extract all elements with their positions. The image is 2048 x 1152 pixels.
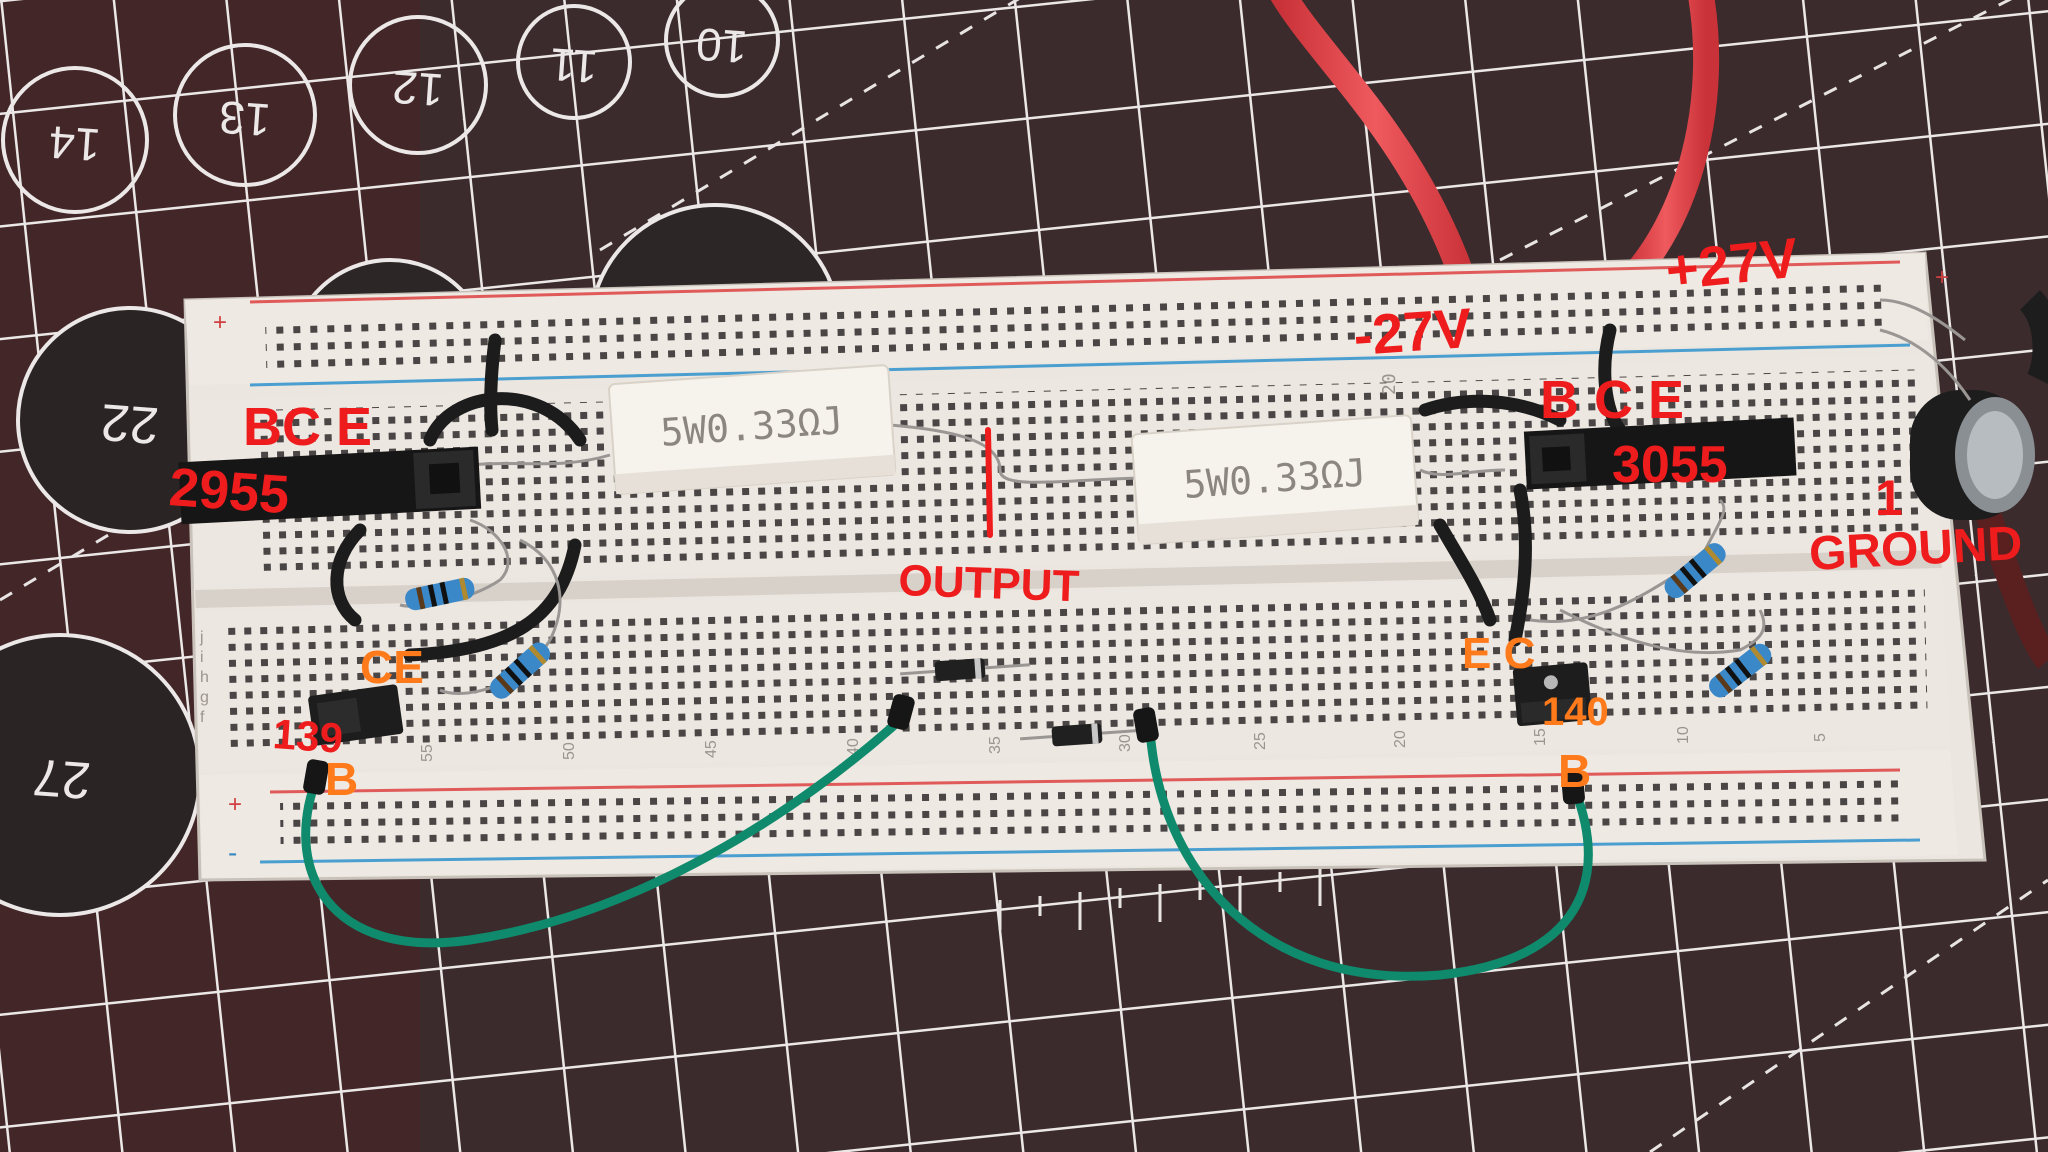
label-ground: GROUND — [1808, 517, 2024, 581]
label-left-driver-part: 139 — [271, 710, 344, 762]
mat-circle-10: 10 — [664, 0, 780, 98]
label-ground-number: 1 — [1875, 470, 1903, 526]
diode-left — [900, 658, 1030, 682]
col-num-15: 15 — [1532, 728, 1549, 746]
row-letter-i: i — [200, 649, 204, 666]
label-right-power-part: 3055 — [1612, 436, 1728, 494]
row-letters: j i h g f — [199, 629, 209, 726]
mat-number-11: 11 — [548, 38, 599, 93]
mat-circle-11: 11 — [516, 4, 632, 120]
mat-number-12: 12 — [390, 61, 445, 116]
label-plus-27v: +27V — [1663, 225, 1801, 301]
col-num-35: 35 — [987, 736, 1004, 754]
label-left-power-part: 2955 — [167, 457, 291, 525]
output-marker-line — [985, 427, 993, 538]
diode-right — [1020, 723, 1145, 747]
mat-circle-14: 14 — [1, 66, 149, 214]
rail-minus-bottom: - — [228, 837, 237, 868]
svg-text:20: 20 — [1379, 373, 1400, 395]
small-resistor-left-top — [405, 577, 475, 611]
col-num-10: 10 — [1675, 726, 1692, 744]
label-right-driver-pins: E C — [1462, 629, 1535, 678]
electrolytic-capacitor — [1910, 290, 2048, 669]
red-power-wires — [1270, 0, 1720, 313]
mat-number-14: 14 — [47, 116, 102, 171]
rail-plus-top: + — [213, 309, 227, 336]
transistor-140 — [1512, 662, 1592, 727]
mat-number-13: 13 — [217, 91, 272, 146]
orange-annotations: CE E C 140 B B — [325, 629, 1609, 805]
mat-circle-12: 12 — [348, 15, 488, 155]
rail-plus-bottom: + — [228, 791, 242, 818]
col-num-25: 25 — [1252, 732, 1269, 750]
col-num-30: 30 — [1117, 734, 1134, 752]
col-num-50: 50 — [561, 742, 578, 760]
top-power-rail: + + — [185, 253, 1949, 387]
mat-circle-13: 13 — [173, 43, 317, 187]
small-resistor-right-top — [1664, 543, 1726, 599]
mat-number-10: 10 — [694, 18, 749, 73]
row-letter-f: f — [200, 709, 205, 726]
col-num-20: 20 — [1392, 730, 1409, 748]
label-left-driver-base: B — [325, 753, 358, 805]
label-right-power-pins: B C E — [1540, 370, 1684, 430]
small-resistor-left-bottom — [490, 642, 551, 699]
jumper-tips — [303, 694, 1585, 805]
row-letter-j: j — [199, 629, 204, 646]
label-left-driver-pins: CE — [360, 641, 424, 693]
label-right-driver-base: B — [1558, 745, 1591, 797]
col-num-45: 45 — [703, 740, 720, 758]
label-output: OUTPUT — [898, 556, 1081, 611]
col-num-55: 55 — [419, 744, 436, 762]
label-left-power-pins: BC E — [243, 397, 372, 457]
mat-number-27: 27 — [31, 747, 93, 809]
bottom-power-rail: + - — [200, 750, 1958, 878]
mat-number-22: 22 — [99, 392, 161, 454]
col-num-5: 5 — [1812, 733, 1829, 742]
transistor-3055 — [1523, 417, 1797, 490]
small-resistor-right-bottom — [1709, 643, 1772, 698]
red-annotations-lower: 139 — [271, 710, 344, 762]
row-letter-h: h — [200, 669, 209, 686]
black-jumper-wires — [330, 323, 1627, 662]
power-resistor-right: 5W0.33ΩJ — [1130, 414, 1420, 545]
power-resistor-left: 5W0.33ΩJ — [608, 364, 897, 495]
label-minus-27v: -27V — [1351, 296, 1473, 367]
row-letter-g: g — [200, 689, 209, 706]
label-right-driver-part: 140 — [1542, 690, 1609, 734]
transistor-139 — [308, 684, 404, 746]
green-jumper-wires — [301, 715, 1593, 981]
rail-plus-top-right: + — [1935, 264, 1949, 291]
component-leads — [399, 298, 1972, 695]
red-annotations: -27V +27V BC E 2955 B C E 3055 OUTPUT 1 … — [167, 225, 2023, 611]
transistor-2955 — [178, 446, 482, 525]
bottom-terminal-strip: j i h g f 55 50 45 40 35 30 25 20 15 10 … — [196, 570, 1950, 770]
